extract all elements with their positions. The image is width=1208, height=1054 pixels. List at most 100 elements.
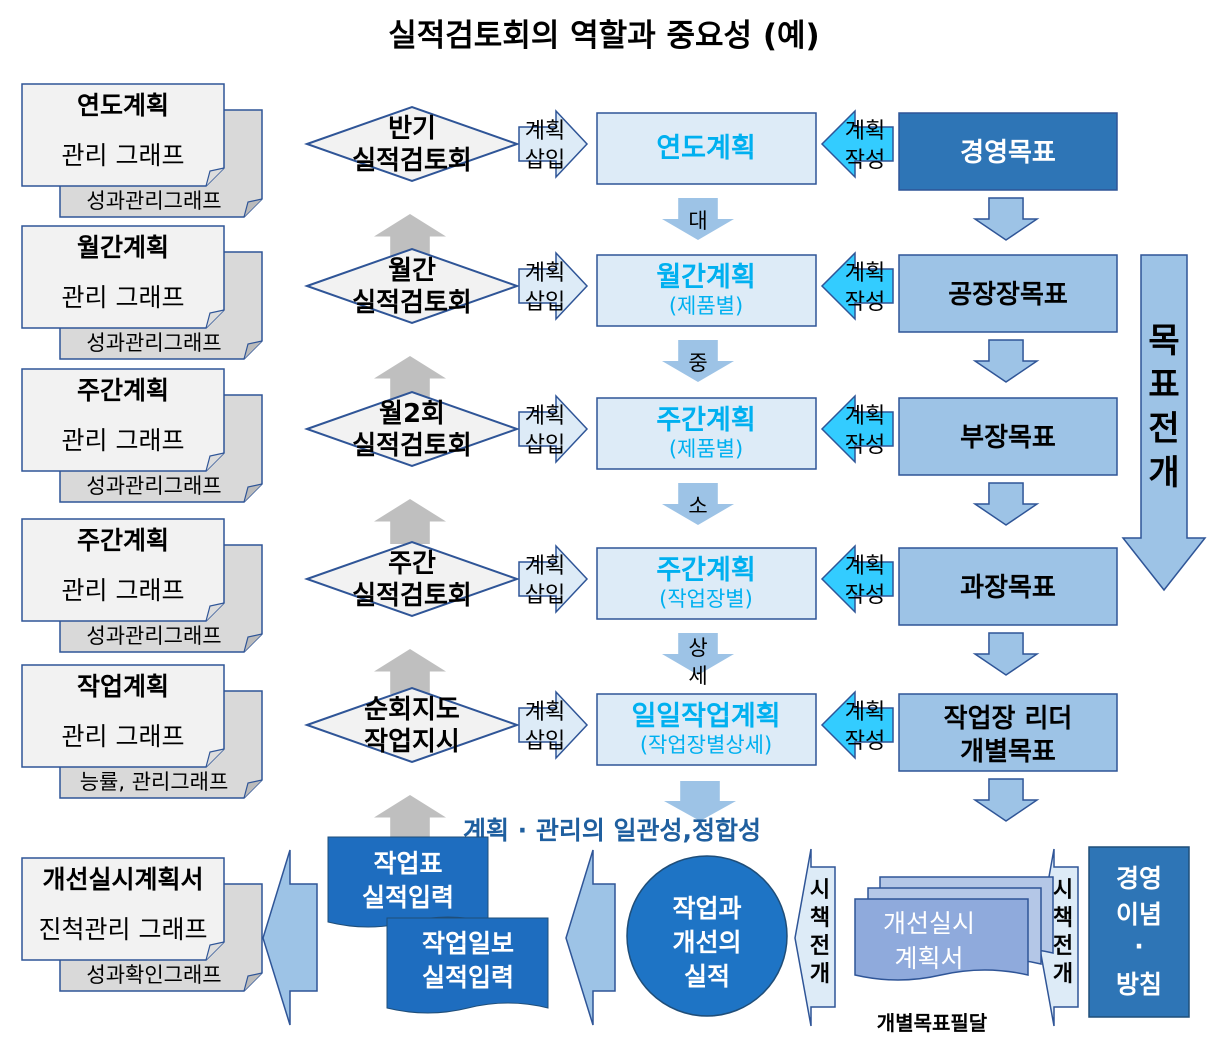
create-arrow-label: 작성 — [845, 290, 885, 315]
review-diamond-line1: 월간 — [388, 256, 436, 286]
create-arrow-label: 계획 — [845, 700, 885, 725]
goal-down-arrow-3 — [972, 482, 1040, 526]
left-doc-3-title: 주간계획 — [77, 376, 169, 405]
review-diamond-line1: 월2회 — [379, 399, 445, 429]
create-arrow-label: 계획 — [845, 261, 885, 286]
left-doc-5-front-fold — [205, 748, 225, 768]
insert-arrow-label: 삽입 — [525, 729, 565, 754]
create-arrow-4 — [820, 544, 894, 614]
goal-down-arrow-4 — [972, 632, 1040, 676]
left-doc-1-back-fold — [243, 198, 263, 218]
plan-box-2 — [596, 254, 817, 327]
goal-box-line1: 작업장 리더 — [944, 704, 1073, 734]
left-doc-3-back-label: 성과관리그래프 — [86, 474, 221, 498]
goal-down-arrow-1 — [972, 197, 1040, 241]
philosophy-box — [1088, 846, 1190, 1018]
deploy-arrow-1 — [794, 848, 836, 1027]
insert-arrow-label: 계획 — [525, 700, 565, 725]
granularity-label: 대 — [688, 209, 707, 233]
improve-plan-sheet-3 — [854, 898, 1029, 981]
review-diamond-line2: 실적검토회 — [352, 146, 472, 176]
work-table-line2: 실적입력 — [362, 883, 454, 912]
plan-box-sub: (제품별) — [669, 294, 743, 318]
create-arrow-label: 작성 — [845, 148, 885, 173]
plan-box-title: 연도계획 — [656, 133, 755, 164]
plan-box-title: 주간계획 — [656, 555, 755, 586]
gray-up-arrow-1 — [374, 214, 446, 259]
improve-doc-back-label: 성과확인그래프 — [86, 963, 221, 987]
create-arrow-label: 계획 — [845, 404, 885, 429]
left-doc-5-sub: 관리 그래프 — [62, 722, 185, 751]
philosophy-line4: 방침 — [1116, 970, 1162, 999]
improve-doc-front-fold — [205, 941, 225, 961]
left-doc-4-back-fold — [243, 633, 263, 653]
left-doc-3-front-fold — [205, 452, 225, 472]
plan-box-5 — [596, 693, 817, 766]
granularity-arrow-1 — [662, 198, 734, 240]
goal-deploy-char: 표 — [1148, 365, 1179, 405]
deploy-arrow-1-char: 전 — [810, 934, 830, 959]
plan-box-title: 월간계획 — [656, 262, 755, 293]
results-circle-line1: 작업과 — [672, 894, 741, 923]
insert-arrow-label: 삽입 — [525, 148, 565, 173]
review-diamond-line1: 순회지도 — [364, 695, 460, 725]
deploy-arrow-2-char: 전 — [1053, 934, 1073, 959]
gray-up-arrow-3 — [374, 499, 446, 544]
results-circle — [626, 855, 788, 1017]
insert-arrow-label: 계획 — [525, 404, 565, 429]
page-title: 실적검토회의 역할과 중요성 (예) — [388, 18, 819, 54]
review-diamond-3 — [303, 390, 521, 468]
create-arrow-label: 작성 — [845, 433, 885, 458]
goal-down-arrow-2 — [972, 339, 1040, 383]
insert-arrow-label: 계획 — [525, 554, 565, 579]
philosophy-line2: 이념 — [1116, 900, 1162, 929]
insert-arrow-1 — [518, 109, 589, 179]
left-doc-2-back-fold — [243, 340, 263, 360]
create-arrow-3 — [820, 394, 894, 464]
left-doc-1-front-fold — [205, 167, 225, 187]
insert-arrow-label: 계획 — [525, 261, 565, 286]
deploy-arrow-1-char: 개 — [810, 962, 830, 987]
left-doc-4-sub: 관리 그래프 — [62, 576, 185, 605]
create-arrow-label: 작성 — [845, 583, 885, 608]
insert-arrow-3 — [518, 394, 589, 464]
left-doc-5-title: 작업계획 — [77, 672, 169, 701]
gray-up-arrow-2 — [374, 356, 446, 401]
goal-deploy-char: 전 — [1148, 409, 1179, 449]
create-arrow-1 — [820, 109, 894, 179]
insert-arrow-5 — [518, 690, 589, 760]
create-arrow-label: 계획 — [845, 554, 885, 579]
plan-box-3 — [596, 397, 817, 470]
granularity-label: 중 — [688, 351, 707, 375]
insert-arrow-label: 삽입 — [525, 433, 565, 458]
left-doc-5-back-fold — [243, 779, 263, 799]
review-diamond-line1: 주간 — [388, 549, 436, 579]
review-diamond-4 — [303, 540, 521, 618]
deploy-arrow-2-char: 책 — [1053, 906, 1073, 931]
left-doc-1-title: 연도계획 — [77, 91, 169, 120]
insert-arrow-label: 계획 — [525, 119, 565, 144]
goal-box-title: 부장목표 — [960, 423, 1056, 453]
big-left-arrow-2 — [565, 849, 616, 1026]
results-circle-line2: 개선의 — [672, 928, 741, 957]
improve-plan-line1: 개선실시 — [883, 909, 975, 938]
work-daily-shape — [386, 917, 549, 1014]
review-diamond-line2: 실적검토회 — [352, 288, 472, 318]
create-arrow-5 — [820, 690, 894, 760]
granularity-arrow-2 — [662, 340, 734, 382]
plan-box-title: 일일작업계획 — [631, 701, 780, 732]
improve-doc-sub: 진척관리 그래프 — [39, 915, 208, 944]
left-doc-2-title: 월간계획 — [77, 233, 169, 262]
goal-box-line2: 개별목표 — [960, 737, 1056, 767]
goal-box-1 — [898, 112, 1118, 191]
goal-box-2 — [898, 254, 1118, 333]
insert-arrow-label: 삽입 — [525, 290, 565, 315]
improve-doc-back-fold — [243, 972, 263, 992]
goal-box-5 — [898, 693, 1118, 772]
